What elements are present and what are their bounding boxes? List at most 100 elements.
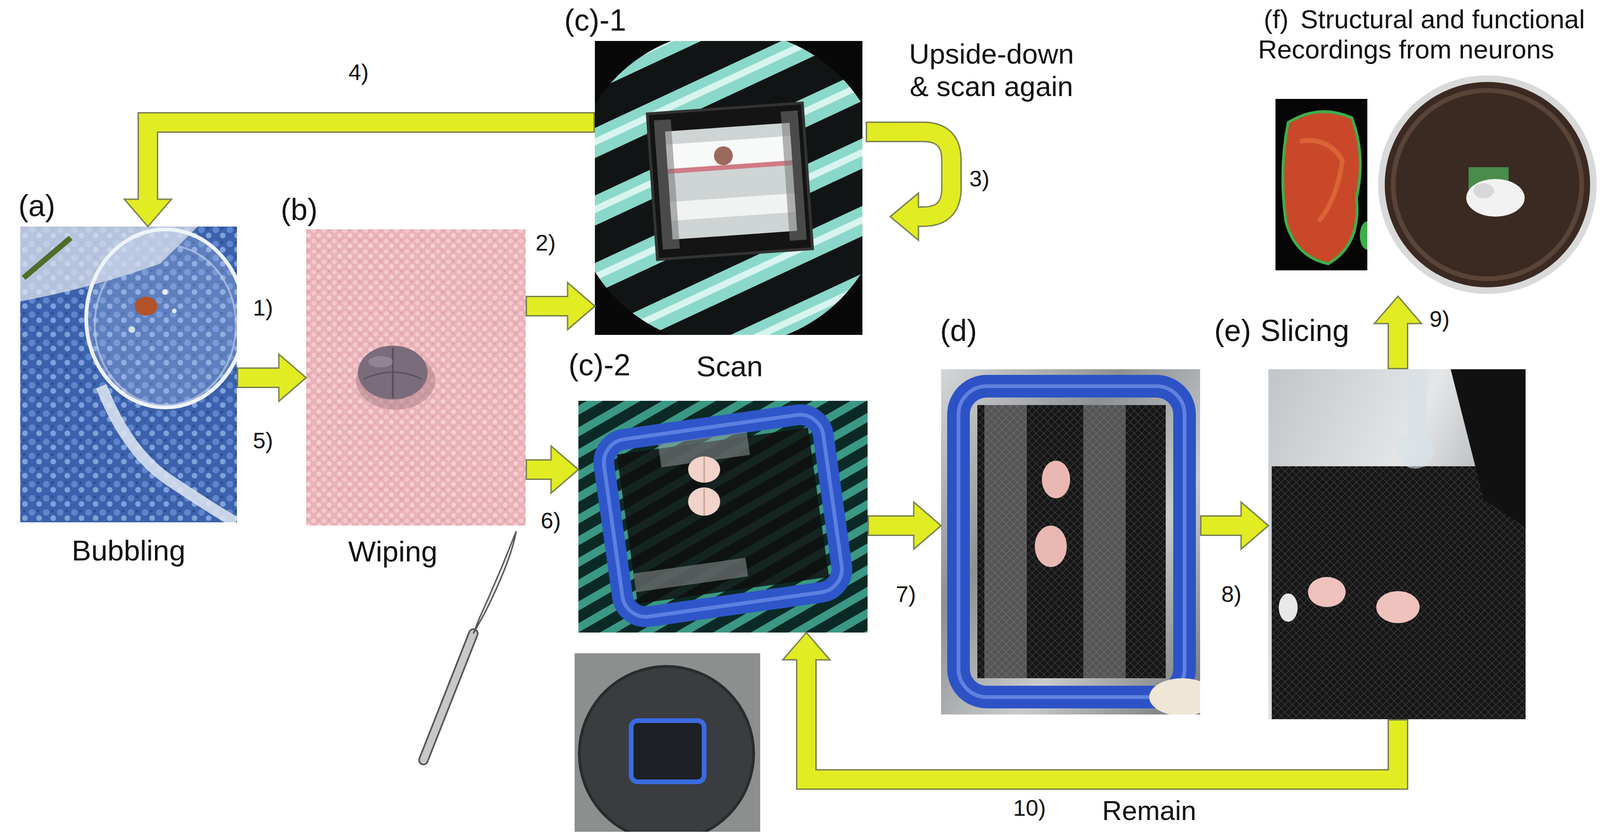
panel-caption: Structural and functional Recordings fro… bbox=[1258, 4, 1588, 65]
brain-slice bbox=[1473, 183, 1495, 199]
bubble bbox=[128, 326, 136, 333]
projected-stripes bbox=[578, 400, 868, 633]
flow-arrow bbox=[525, 446, 579, 494]
scan-stage bbox=[601, 411, 845, 620]
flow-arrow bbox=[124, 122, 595, 227]
tape bbox=[780, 110, 807, 241]
arrow-outline bbox=[806, 659, 1398, 780]
arrow-head bbox=[124, 199, 172, 227]
photo-panel: (c)-1 bbox=[594, 40, 863, 335]
tape bbox=[1083, 405, 1126, 679]
dish-rim bbox=[1393, 90, 1582, 279]
projected-stripes bbox=[594, 40, 863, 335]
metal-bath bbox=[1268, 369, 1526, 720]
panel-letter: (b) bbox=[280, 192, 318, 228]
step-caption: Remain bbox=[1102, 795, 1197, 827]
frame-highlight bbox=[958, 386, 1185, 698]
step-number: 3) bbox=[969, 165, 990, 192]
slice-edge bbox=[1359, 221, 1368, 250]
brain bbox=[1376, 591, 1420, 624]
step-number: 10) bbox=[1013, 795, 1046, 821]
brain-slice bbox=[1466, 178, 1525, 217]
blue-frame bbox=[958, 386, 1185, 698]
bubbling-tube bbox=[101, 386, 236, 523]
spoon bbox=[1149, 678, 1201, 715]
photo-panel: (e)Slicing bbox=[1268, 369, 1526, 720]
photo-panel: (a)Bubbling bbox=[20, 226, 237, 523]
mesh-pad bbox=[1271, 466, 1526, 720]
arrow-head bbox=[782, 632, 830, 660]
brain bbox=[1034, 525, 1067, 568]
panel-letter: (c)-2 bbox=[568, 348, 631, 383]
flow-arrow bbox=[236, 354, 307, 402]
arrow-head bbox=[913, 502, 942, 550]
flow-arrow bbox=[1374, 296, 1422, 370]
stage-disc bbox=[579, 666, 754, 832]
stage-frame bbox=[647, 103, 813, 260]
brain-slice bbox=[1283, 111, 1361, 264]
arrow-head bbox=[567, 282, 595, 330]
arrow-body bbox=[527, 460, 553, 479]
brain bbox=[357, 345, 428, 400]
slicing-photo bbox=[1268, 369, 1526, 720]
stage-plate bbox=[665, 122, 797, 240]
bubble bbox=[171, 308, 177, 314]
scan-photo bbox=[578, 400, 868, 633]
flow-arrow bbox=[867, 502, 942, 550]
towel bbox=[306, 229, 526, 526]
step-number: 8) bbox=[1221, 582, 1242, 608]
step-caption: Scan bbox=[696, 349, 763, 383]
arrow-outline bbox=[147, 122, 595, 200]
blue-frame bbox=[631, 720, 705, 782]
blade-holder bbox=[1450, 369, 1526, 528]
panel-letter: (c)-1 bbox=[564, 3, 627, 39]
arrow-body bbox=[1388, 322, 1407, 368]
glue-spot bbox=[1278, 593, 1298, 622]
photo-panel: (d) bbox=[941, 369, 1201, 715]
step-number: 6) bbox=[540, 508, 561, 534]
arrow-body bbox=[806, 658, 1398, 780]
step-number: 7) bbox=[895, 582, 917, 608]
flow-arrow bbox=[782, 632, 1398, 780]
photo-panel: (b)Wiping bbox=[306, 229, 526, 526]
slice-texture bbox=[1299, 140, 1343, 222]
scalpel-handle bbox=[423, 633, 474, 761]
tape bbox=[653, 119, 680, 250]
stage-pad bbox=[616, 427, 829, 604]
stripe-reflection bbox=[667, 160, 793, 174]
recording-dish bbox=[1381, 78, 1594, 291]
glass-dish bbox=[86, 229, 237, 408]
arrow-body bbox=[238, 368, 281, 387]
water-drop bbox=[1396, 430, 1435, 469]
brain bbox=[1041, 460, 1071, 499]
dark-ground bbox=[1275, 98, 1368, 271]
flow-arrow bbox=[1200, 502, 1269, 550]
wiping-photo bbox=[306, 229, 526, 526]
tape bbox=[984, 405, 1027, 679]
blue-frame bbox=[601, 411, 845, 620]
fluorescence-image bbox=[1275, 98, 1368, 271]
loop-arrow bbox=[865, 131, 952, 241]
flow-arrow bbox=[525, 282, 595, 330]
figure-panel: (f)Structural and functional Recordings … bbox=[1250, 2, 1597, 297]
scan-stage bbox=[647, 103, 813, 260]
stage-photo bbox=[574, 653, 761, 832]
arrow-body bbox=[869, 516, 916, 535]
scalpel-blade bbox=[473, 531, 517, 634]
step-number: 1) bbox=[252, 295, 274, 321]
brain bbox=[1307, 576, 1346, 608]
panel-letter: (a) bbox=[18, 188, 56, 224]
panel-caption: Slicing bbox=[1260, 313, 1350, 349]
panel-letter: (d) bbox=[940, 313, 977, 349]
mesh-pad bbox=[977, 405, 1166, 679]
frame-highlight bbox=[601, 411, 845, 620]
panel-letter: (e) bbox=[1214, 313, 1251, 349]
step-number: 4) bbox=[348, 60, 369, 86]
brain-fissure bbox=[363, 372, 423, 380]
panel-caption: Bubbling bbox=[71, 533, 186, 568]
step-number: 2) bbox=[535, 230, 556, 256]
arrow-body bbox=[147, 122, 594, 201]
stripe-reflection bbox=[669, 193, 796, 221]
